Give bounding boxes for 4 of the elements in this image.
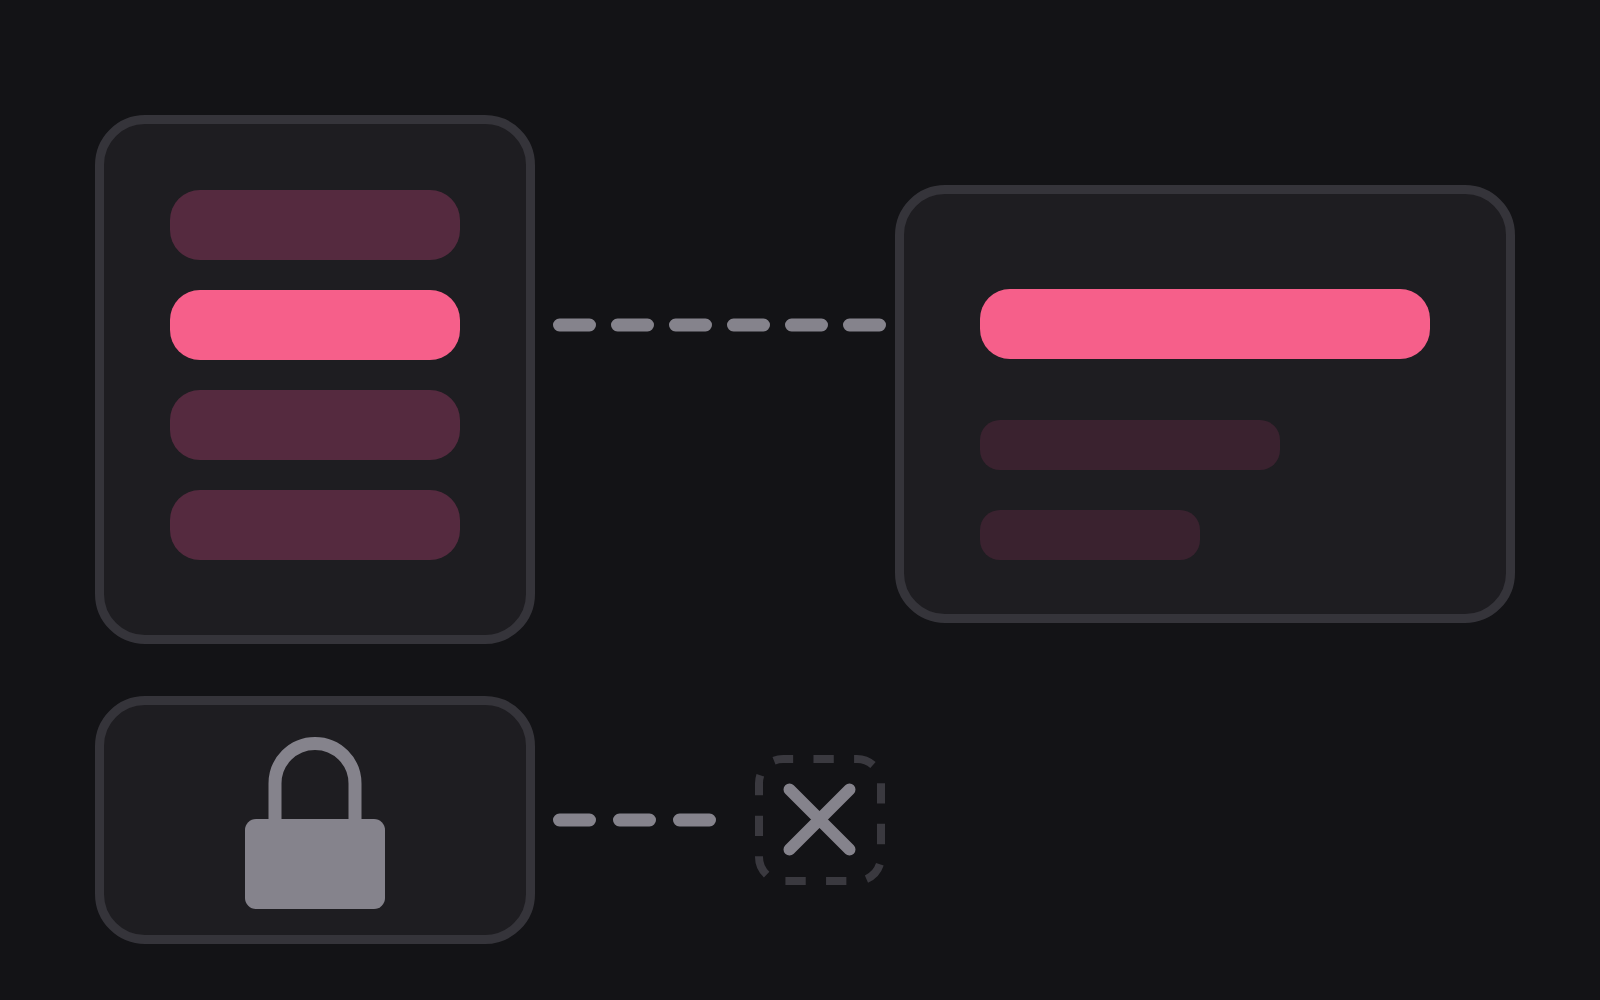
detail-card: [895, 185, 1515, 623]
lock-card: [95, 696, 535, 944]
list-card: [95, 115, 535, 644]
dashed-frame: [755, 755, 885, 885]
